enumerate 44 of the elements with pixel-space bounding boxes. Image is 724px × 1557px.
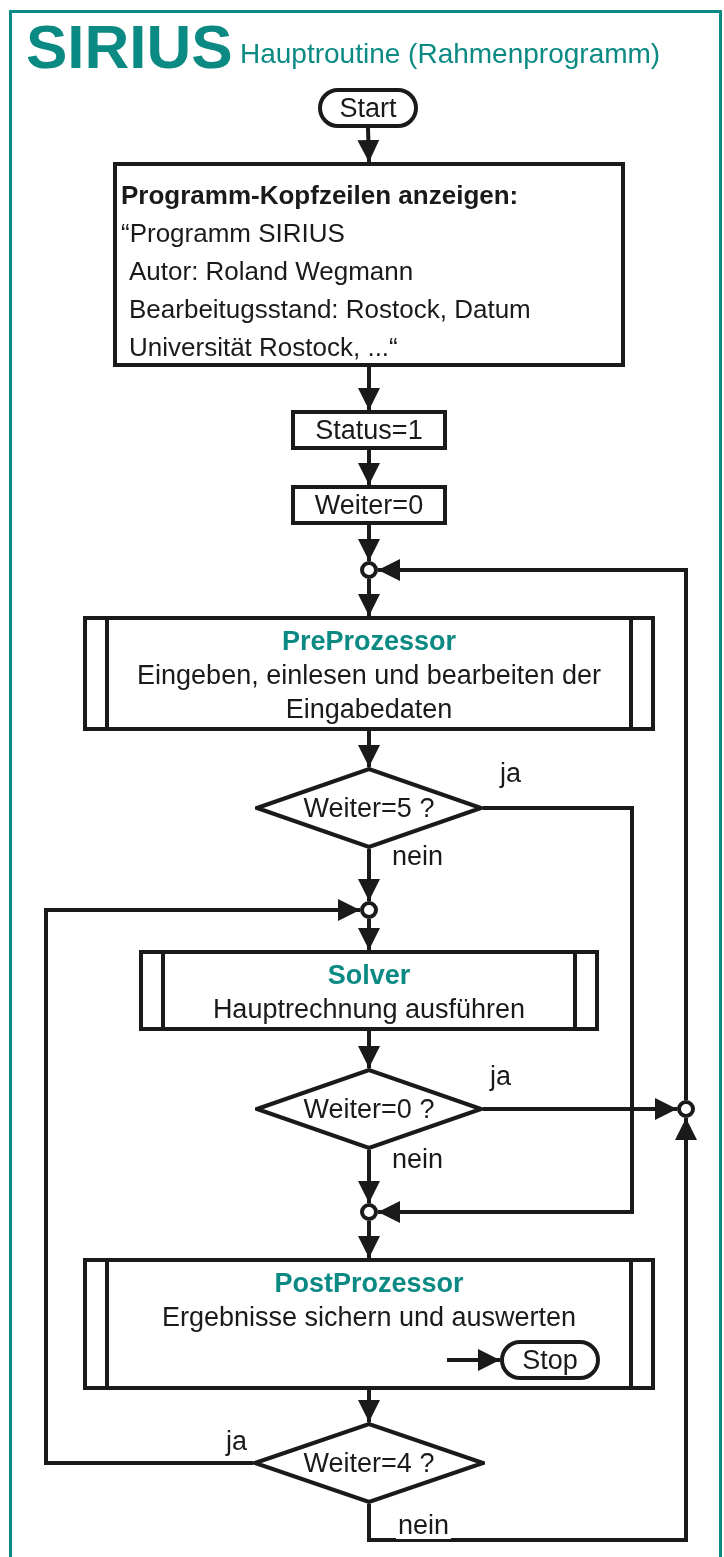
subroutine-title: PreProzessor — [281, 625, 457, 658]
description-text: Hauptrechnung ausführen — [211, 993, 527, 1026]
edge-label: nein — [396, 1512, 452, 1539]
process-box: Weiter=0 — [291, 485, 447, 525]
arrow — [358, 1390, 380, 1422]
arrow — [367, 1118, 697, 1542]
subroutine-box — [139, 950, 599, 1031]
arrow — [483, 1098, 677, 1120]
arrow — [378, 559, 688, 1100]
arrow — [358, 919, 380, 950]
subtitle: Hauptroutine (Rahmenprogramm) — [240, 40, 661, 68]
subroutine-box — [83, 1258, 655, 1390]
arrow — [358, 1150, 380, 1203]
edge-label: ja — [224, 1428, 249, 1455]
arrow — [358, 579, 380, 616]
arrow — [44, 899, 360, 1465]
arrow — [358, 731, 380, 767]
subroutine-title: Solver — [327, 959, 411, 992]
arrow — [358, 1221, 380, 1258]
description-text: Eingeben, einlesen und bearbeiten der Eingabedaten — [136, 659, 602, 726]
process-box — [113, 162, 625, 367]
heading-text: Programm-Kopfzeilen anzeigen: — [121, 179, 520, 212]
arrow — [357, 127, 380, 163]
text-line: Bearbeitugsstand: Rostock, Datum — [128, 293, 532, 326]
arrow — [358, 367, 380, 410]
edge-label: ja — [488, 1063, 513, 1090]
text-line: “Programm SIRIUS — [121, 217, 346, 250]
arrow — [358, 450, 380, 485]
text-line: Autor: Roland Wegmann — [128, 255, 415, 288]
arrow — [378, 806, 634, 1223]
subroutine-box — [83, 616, 655, 731]
title: SIRIUS — [26, 16, 233, 78]
arrow — [447, 1349, 500, 1371]
arrow — [358, 525, 380, 561]
arrow — [358, 1031, 380, 1068]
terminal: Stop — [500, 1340, 600, 1380]
edge-label: ja — [498, 760, 523, 787]
text-line: Universität Rostock, ...“ — [128, 331, 399, 364]
process-box: Status=1 — [291, 410, 447, 450]
decision-diamond: Weiter=4 ? — [253, 1422, 485, 1504]
subroutine-title: PostProzessor — [274, 1267, 464, 1300]
terminal: Start — [318, 88, 418, 128]
description-text: Ergebnisse sichern und auswerten — [160, 1301, 578, 1334]
arrow — [358, 849, 380, 901]
